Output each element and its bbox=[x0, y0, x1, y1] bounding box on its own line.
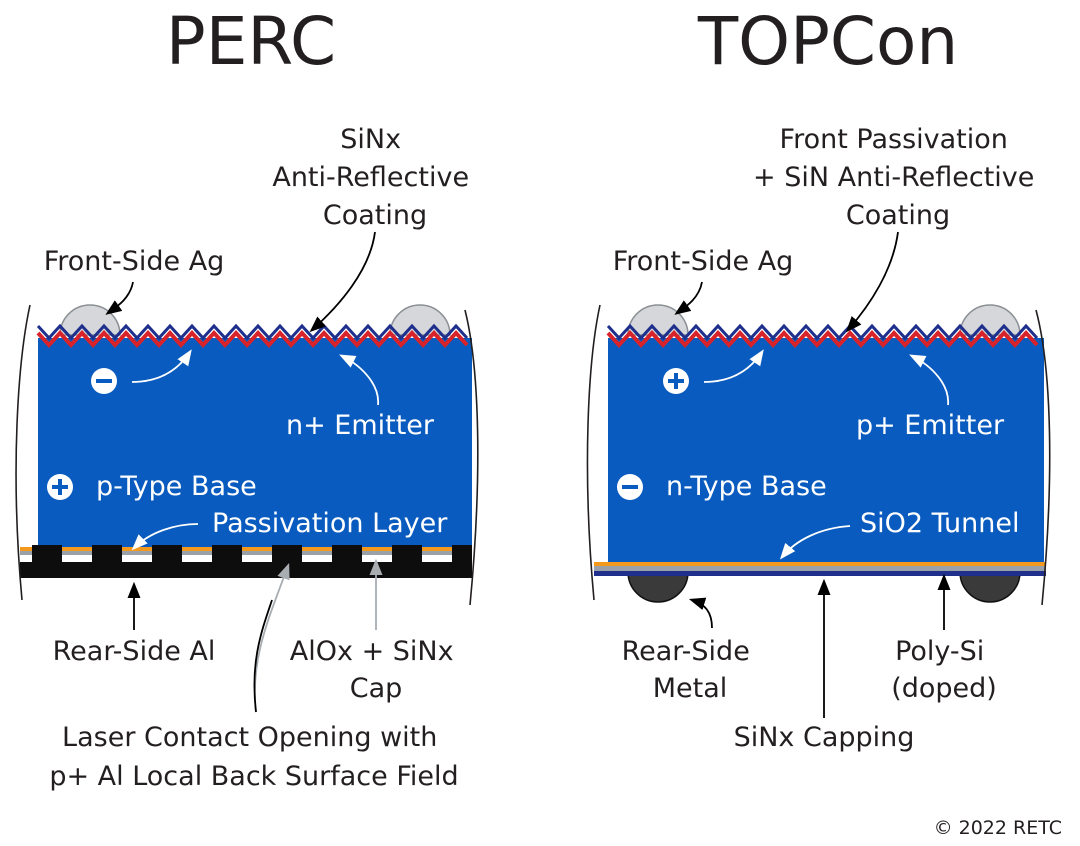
topcon-front-ag-arrow bbox=[674, 281, 703, 315]
perc-silicon-wafer bbox=[38, 338, 472, 555]
topcon-rear-metal-right bbox=[959, 571, 1021, 603]
perc-passivation-label: Passivation Layer bbox=[212, 508, 448, 539]
perc-laser-contacts bbox=[32, 545, 472, 563]
perc-minus-sign bbox=[96, 379, 112, 383]
perc-emitter-label: n+ Emitter bbox=[286, 410, 435, 441]
copyright: © 2022 RETC bbox=[934, 817, 1062, 839]
topcon-minus-sign bbox=[622, 485, 638, 489]
perc-front-ag-contact-left bbox=[59, 304, 121, 336]
topcon-silicon-wafer bbox=[608, 338, 1044, 565]
perc-passivation-arrow bbox=[131, 523, 199, 551]
topcon-sinx-capping-label: SiNx Capping bbox=[734, 722, 915, 753]
topcon-rear-metal-arrow bbox=[688, 597, 713, 629]
topcon-rear-metal-left bbox=[627, 571, 689, 603]
perc-rear-al-label: Rear-Side Al bbox=[53, 636, 216, 667]
perc-laser-arrow bbox=[253, 599, 273, 713]
perc-alox-label: AlOx + SiNx Cap bbox=[290, 636, 462, 704]
perc-laser-contact bbox=[212, 545, 242, 563]
perc-rear-al-layer bbox=[20, 562, 472, 578]
topcon-left-edge bbox=[586, 304, 601, 601]
topcon-sinx-capping-layer bbox=[594, 571, 1046, 576]
perc-arc-arrow bbox=[309, 231, 376, 333]
topcon-arc-label: Front Passivation + SiN Anti-Reflective … bbox=[753, 124, 1043, 231]
topcon-right-edge bbox=[1035, 309, 1051, 606]
topcon-tunnel-label: SiO2 Tunnel bbox=[860, 508, 1020, 539]
perc-laser-label: Laser Contact Opening with p+ Al Local B… bbox=[49, 722, 458, 792]
topcon-tunnel-arrow bbox=[779, 525, 851, 560]
perc-laser-contact bbox=[32, 545, 62, 563]
perc-plus-sign-v bbox=[58, 479, 62, 495]
perc-emitter-layer bbox=[36, 330, 469, 348]
topcon-rear-metal-label: Rear-Side Metal bbox=[622, 636, 759, 704]
perc-front-ag-arrow bbox=[105, 281, 134, 315]
perc-gray-layer bbox=[20, 551, 472, 555]
topcon-emitter-layer bbox=[606, 330, 1039, 348]
perc-base-label: p-Type Base bbox=[96, 471, 257, 502]
topcon-tunnel-layer bbox=[594, 562, 1046, 566]
perc-laser-contact bbox=[332, 545, 362, 563]
perc-orange-layer bbox=[20, 547, 472, 551]
topcon-plus-sign-v bbox=[674, 373, 678, 389]
perc-laser-contact bbox=[272, 545, 302, 563]
perc-left-edge bbox=[15, 304, 31, 601]
perc-arc-layer bbox=[36, 323, 469, 341]
perc-laser-contact bbox=[92, 545, 122, 563]
topcon-arc-layer bbox=[606, 323, 1039, 341]
topcon-emitter-arrow bbox=[909, 354, 949, 406]
perc-title: PERC bbox=[166, 3, 336, 80]
topcon-emitter-label: p+ Emitter bbox=[856, 410, 1005, 441]
topcon-poly-si-layer bbox=[594, 566, 1046, 571]
perc-panel: PERC SiNx Anti-Reflective Coating Front-… bbox=[15, 3, 479, 792]
topcon-title: TOPCon bbox=[697, 3, 958, 80]
topcon-panel: TOPCon Front Passivation + SiN Anti-Refl… bbox=[586, 3, 1051, 753]
perc-laser-contact bbox=[452, 545, 472, 563]
topcon-front-ag-contact-right bbox=[959, 304, 1021, 336]
topcon-hole-arrow bbox=[703, 349, 764, 383]
perc-electron-arrow bbox=[131, 349, 192, 383]
perc-right-edge bbox=[464, 309, 479, 606]
perc-emitter-arrow bbox=[339, 354, 379, 406]
perc-laser-contact bbox=[392, 545, 422, 563]
topcon-front-ag-label: Front-Side Ag bbox=[613, 246, 794, 277]
perc-arc-label: SiNx Anti-Reflective Coating bbox=[272, 124, 477, 231]
perc-front-ag-contact-right bbox=[389, 304, 451, 336]
perc-front-ag-label: Front-Side Ag bbox=[44, 246, 225, 277]
topcon-poly-si-label: Poly-Si (doped) bbox=[891, 636, 997, 704]
perc-laser-contact bbox=[152, 545, 182, 563]
topcon-base-label: n-Type Base bbox=[666, 471, 827, 502]
topcon-arc-arrow bbox=[845, 231, 899, 333]
